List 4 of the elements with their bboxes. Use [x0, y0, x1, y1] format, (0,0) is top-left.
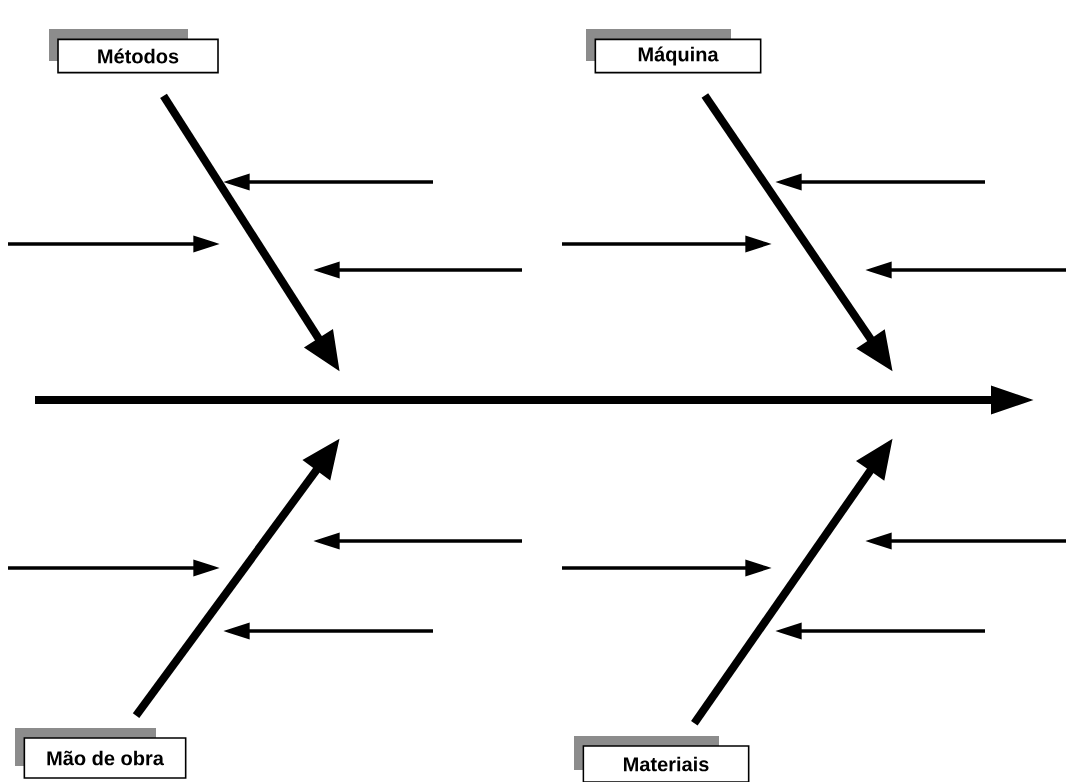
category-box: Métodos	[49, 29, 219, 74]
category-box: Materiais	[574, 736, 750, 782]
category-box: Máquina	[586, 29, 762, 74]
category-box: Mão de obra	[15, 728, 187, 779]
